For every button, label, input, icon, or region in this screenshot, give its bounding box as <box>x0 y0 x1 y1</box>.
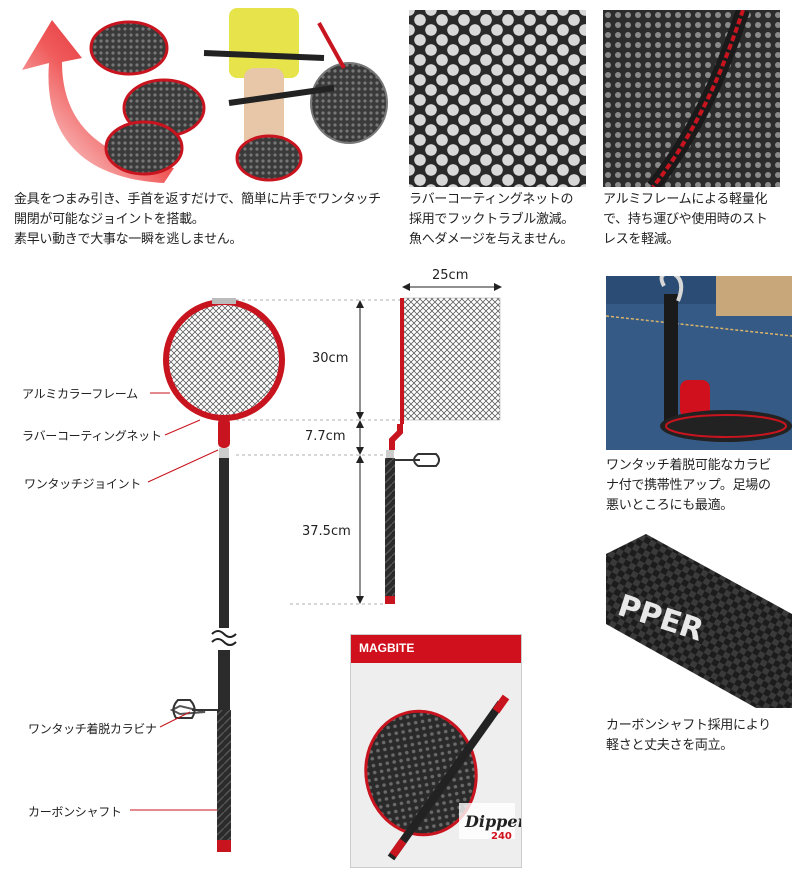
package-brand: MAGBITE <box>359 641 415 655</box>
break-icon <box>211 630 237 638</box>
aluminum-caption-line1: アルミフレームによる軽量化 <box>603 192 768 207</box>
joint-block <box>218 418 230 448</box>
carabiner-photo <box>606 276 792 450</box>
carabiner-caption-line1: ワンタッチ着脱可能なカラビ <box>606 458 772 473</box>
label-joint: ワンタッチジョイント <box>24 477 142 491</box>
label-frame: アルミカラーフレーム <box>22 387 138 401</box>
joint-caption-line3: 素早い動きで大事な一瞬を逃しません。 <box>14 232 243 247</box>
carabiner-caption-line3: 悪いところにも最適。 <box>606 498 734 513</box>
label-carabiner: ワンタッチ着脱カラビナ <box>28 722 157 736</box>
carbon-shaft-photo: PPER <box>606 534 792 708</box>
aluminum-caption-line3: レスを軽減。 <box>603 232 680 247</box>
joint-demo-photo <box>14 8 394 188</box>
carabiner-icon <box>172 699 196 719</box>
rubber-net-caption-line2: 採用でフックトラブル激減。 <box>409 212 575 227</box>
side-carabiner-icon <box>413 453 440 467</box>
carbon-caption-line1: カーボンシャフト採用により <box>606 718 771 733</box>
net-hoop <box>163 299 285 421</box>
joint-caption: 金具をつまみ引き、手首を返すだけで、簡単に片手でワンタッチ 開閉が可能なジョイン… <box>14 190 381 250</box>
side-view-shaft <box>385 458 395 598</box>
joint-caption-line1: 金具をつまみ引き、手首を返すだけで、簡単に片手でワンタッチ <box>14 192 381 207</box>
dim-shaft-length: 37.5cm <box>302 524 351 539</box>
rubber-net-caption: ラバーコーティングネットの 採用でフックトラブル激減。 魚へダメージを与えません… <box>409 190 574 250</box>
side-view-net <box>403 297 501 421</box>
carbon-caption-line2: 軽さと丈夫さを両立。 <box>606 738 734 753</box>
label-shaft: カーボンシャフト <box>28 805 122 819</box>
dim-width: 25cm <box>432 268 469 283</box>
shaft-upper <box>219 458 229 628</box>
carabiner-caption: ワンタッチ着脱可能なカラビ ナ付で携帯性アップ。足場の 悪いところにも最適。 <box>606 456 771 516</box>
product-diagram <box>130 283 502 852</box>
dim-joint-length: 7.7cm <box>305 429 346 444</box>
rubber-net-caption-line1: ラバーコーティングネットの <box>409 192 574 207</box>
package-model: 240 <box>491 831 512 842</box>
joint-caption-line2: 開閉が可能なジョイントを搭載。 <box>14 212 205 227</box>
rotation-arrow-icon <box>22 20 174 183</box>
package-photo: MAGBITE Dipper 240 <box>350 634 522 868</box>
dim-net-depth: 30cm <box>312 351 349 366</box>
carbon-caption: カーボンシャフト採用により 軽さと丈夫さを両立。 <box>606 716 771 756</box>
aluminum-frame-photo <box>603 10 780 187</box>
rubber-net-photo <box>409 10 586 187</box>
label-net: ラバーコーティングネット <box>22 429 162 443</box>
package-header: MAGBITE <box>351 635 521 663</box>
shaft-lower <box>217 710 231 840</box>
joint-demo-illustration <box>22 8 388 183</box>
aluminum-caption-line2: で、持ち運びや使用時のスト <box>603 212 768 227</box>
package-product: Dipper <box>464 812 521 831</box>
aluminum-caption: アルミフレームによる軽量化 で、持ち運びや使用時のスト レスを軽減。 <box>603 190 768 250</box>
carabiner-caption-line2: ナ付で携帯性アップ。足場の <box>606 478 771 493</box>
rubber-net-caption-line3: 魚へダメージを与えません。 <box>409 232 574 247</box>
